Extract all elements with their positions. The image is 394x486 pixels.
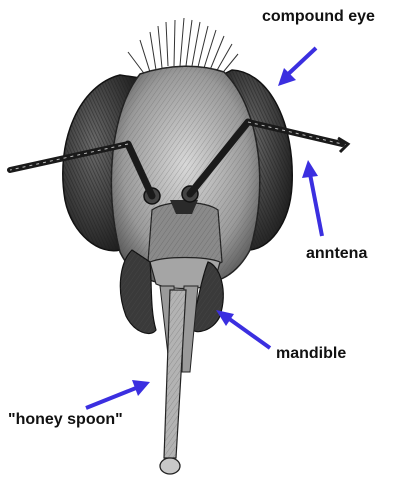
arrow-antenna bbox=[302, 160, 322, 236]
label-antenna: anntena bbox=[306, 246, 367, 262]
arrow-compound-eye bbox=[278, 48, 316, 86]
arrow-honey-spoon bbox=[86, 380, 150, 408]
arrow-mandible bbox=[216, 310, 270, 348]
label-compound-eye: compound eye bbox=[262, 9, 375, 25]
label-mandible: mandible bbox=[276, 346, 346, 362]
label-honey-spoon: "honey spoon" bbox=[8, 412, 123, 428]
honey-spoon-tip bbox=[160, 458, 180, 474]
